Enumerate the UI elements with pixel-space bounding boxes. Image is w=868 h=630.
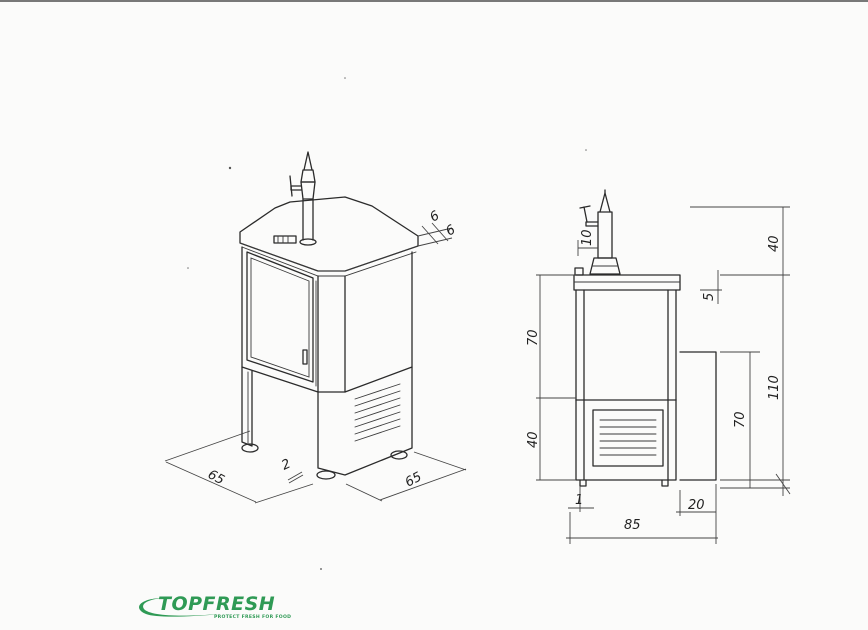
side-dim-top-thickness: 5 xyxy=(702,293,717,301)
iso-foot-right xyxy=(390,450,408,460)
side-dim-foot-offset: 1 xyxy=(575,493,583,508)
iso-base xyxy=(241,366,253,447)
side-base xyxy=(575,399,677,481)
side-view: 70 40 10 40 110 5 70 1 20 85 xyxy=(526,189,791,544)
side-dim-total-height: 110 xyxy=(767,375,782,400)
side-vent-panel xyxy=(592,409,664,467)
iso-dim-top-b: 6 xyxy=(444,222,459,239)
logo-wordmark: TOPFRESH xyxy=(158,593,275,615)
side-cabinet xyxy=(575,289,677,401)
iso-side-panel xyxy=(344,251,413,393)
side-dim-tap-width: 10 xyxy=(580,229,595,246)
side-dim-tap-height: 40 xyxy=(767,235,782,252)
iso-top-dims xyxy=(417,222,453,247)
side-tap-tower xyxy=(579,189,621,275)
iso-foot-front xyxy=(316,470,336,480)
side-top xyxy=(573,274,681,291)
topfresh-logo: TOPFRESH PROTECT FRESH FOR FOOD xyxy=(139,593,291,620)
side-dim-base-height: 40 xyxy=(526,431,541,448)
side-dim-block-height: 70 xyxy=(733,411,748,428)
iso-depth-dim-line xyxy=(345,451,467,502)
side-foot-right xyxy=(661,479,669,487)
side-block xyxy=(679,351,717,481)
side-vent-grille xyxy=(599,419,657,456)
isometric-view: 6 6 65 65 2 xyxy=(164,151,467,504)
side-dim-overall-depth: 85 xyxy=(624,518,641,533)
iso-front-panel xyxy=(241,246,319,393)
side-dim-cabinet-height: 70 xyxy=(526,329,541,346)
iso-tap-tower xyxy=(289,151,317,246)
iso-dim-top-a: 6 xyxy=(428,208,443,225)
iso-door-handle xyxy=(302,349,308,365)
iso-vent-grille xyxy=(354,383,401,442)
iso-door xyxy=(246,251,314,383)
side-dim-block-depth: 20 xyxy=(688,498,705,513)
iso-dim-width: 65 xyxy=(205,467,227,488)
side-foot-left xyxy=(579,479,587,487)
iso-dim-depth: 65 xyxy=(403,470,425,491)
logo-tagline: PROTECT FRESH FOR FOOD xyxy=(214,614,291,620)
iso-control-panel xyxy=(273,235,297,244)
iso-width-dim-line xyxy=(164,430,314,504)
iso-dim-foot-gap: 2 xyxy=(279,457,293,474)
iso-foot-left xyxy=(241,443,259,453)
